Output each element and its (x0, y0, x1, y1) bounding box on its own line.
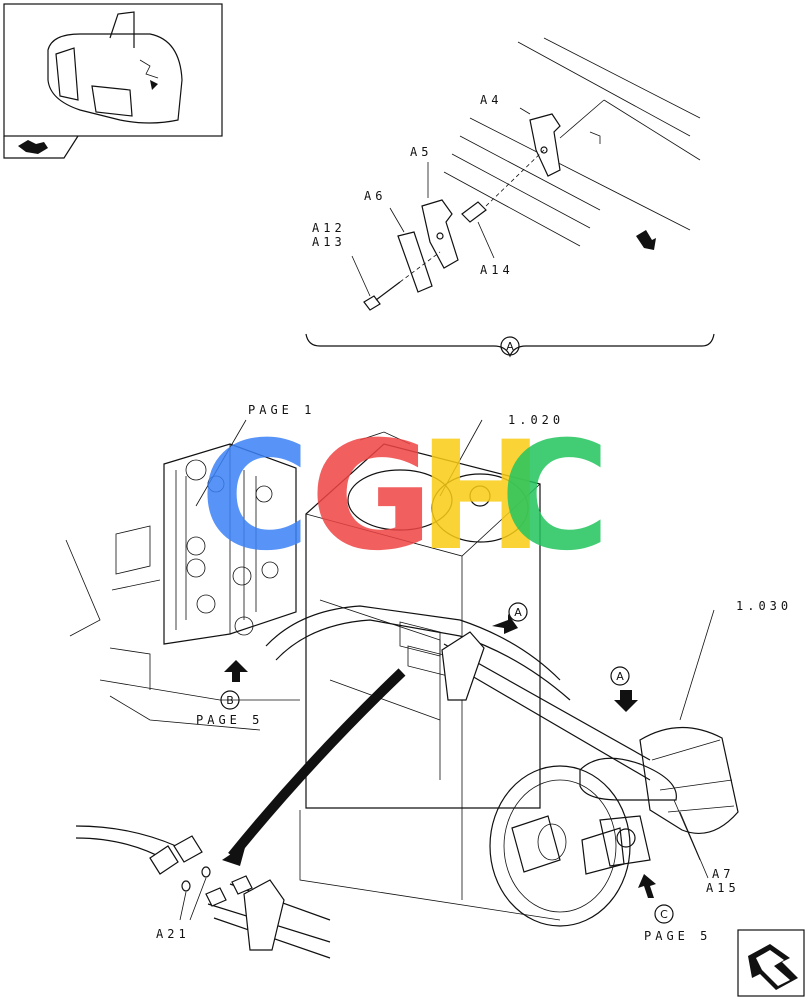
label-a13: A13 (312, 235, 346, 249)
label-a15: A15 (706, 881, 740, 895)
callout-b-text: B (226, 694, 234, 707)
detail-a (305, 37, 715, 358)
callout-c-text: C (660, 908, 668, 921)
callout-a-1: A (508, 602, 528, 622)
main-assembly (65, 419, 805, 997)
label-a6: A6 (364, 189, 386, 203)
label-a7: A7 (712, 867, 734, 881)
label-page-5-right: PAGE 5 (644, 929, 711, 943)
watermark-letter-2: G (310, 410, 433, 584)
arrow-icon (18, 140, 48, 154)
watermark-letter-1: C (200, 410, 310, 584)
label-page-1: PAGE 1 (248, 403, 315, 417)
watermark-letter-3: H (418, 410, 544, 584)
watermark-letter-4: C (500, 410, 610, 584)
label-a4: A4 (480, 93, 502, 107)
label-page-5-left: PAGE 5 (196, 713, 263, 727)
label-1-020: 1.020 (508, 413, 564, 427)
callout-b: B (220, 690, 240, 710)
navigation-arrow-icon (737, 929, 805, 997)
label-a5: A5 (410, 145, 432, 159)
callout-a-detail: A (500, 336, 520, 356)
callout-c: C (654, 904, 674, 924)
callout-a-detail-text: A (506, 340, 514, 353)
callout-a-1-text: A (514, 606, 522, 619)
label-a21: A21 (156, 927, 190, 941)
watermark: C G H C (200, 410, 610, 584)
label-1-030: 1.030 (736, 599, 792, 613)
overview-thumbnail (3, 3, 223, 159)
label-a14: A14 (480, 263, 514, 277)
callout-a-2: A (610, 666, 630, 686)
label-a12: A12 (312, 221, 346, 235)
callout-a-2-text: A (616, 670, 624, 683)
direction-arrow-icon (636, 230, 656, 250)
